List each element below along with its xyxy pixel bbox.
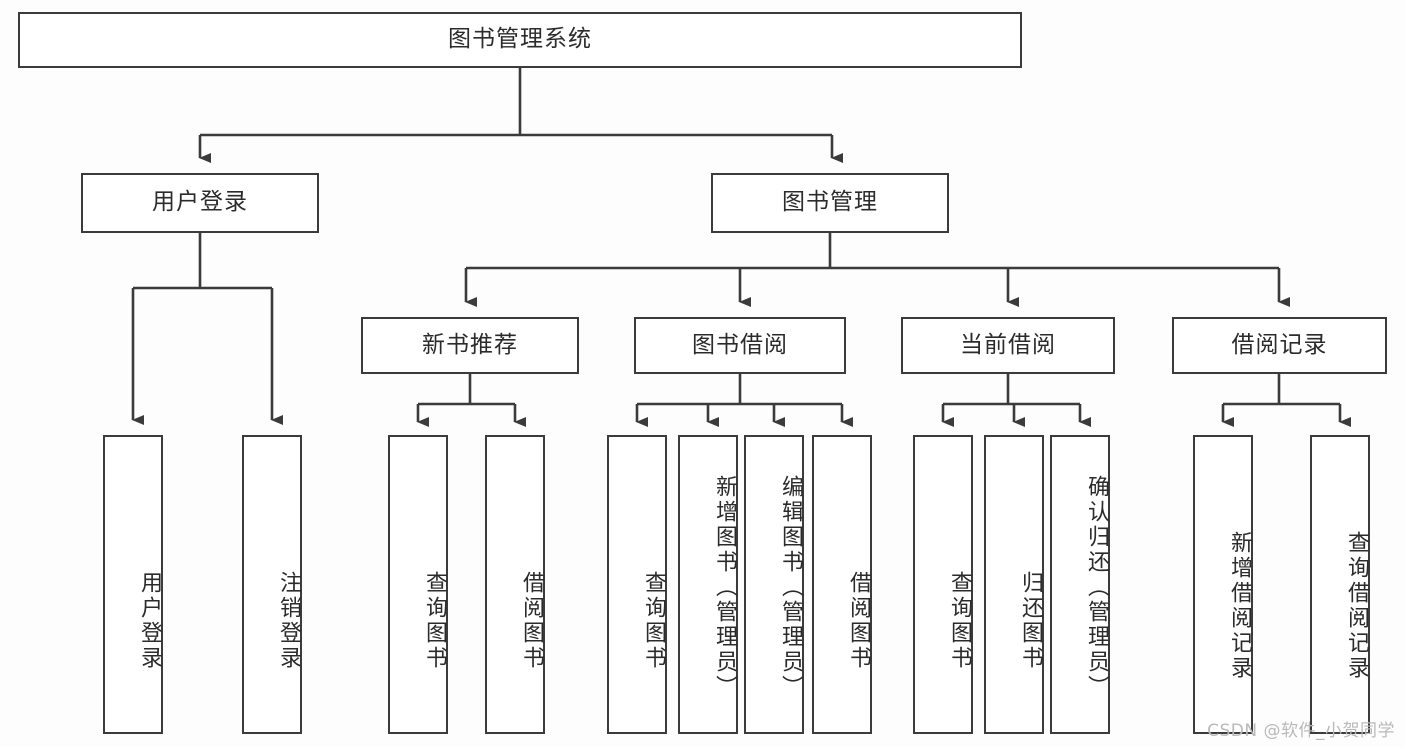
leaf-query-book-recommend-label: 查询图书 <box>422 570 447 671</box>
leaf-query-borrow-record-label: 查询借阅记录 <box>1344 530 1369 681</box>
node-new-book-recommend[interactable]: 新书推荐 <box>361 317 579 374</box>
leaf-user-login-label: 用户登录 <box>137 570 162 671</box>
leaf-borrow-book-recommend-label: 借阅图书 <box>519 570 544 671</box>
node-borrow-record[interactable]: 借阅记录 <box>1172 317 1387 374</box>
node-book-management[interactable]: 图书管理 <box>711 173 949 233</box>
leaf-user-logout[interactable]: 注销登录 <box>242 435 302 734</box>
edge-group-current-borrow <box>941 374 1091 427</box>
leaf-edit-book-admin[interactable]: 编辑图书（管理员） <box>744 435 804 734</box>
leaf-query-book-current[interactable]: 查询图书 <box>913 435 973 734</box>
edge-group-root <box>198 68 843 163</box>
node-current-borrow-label: 当前借阅 <box>960 331 1056 358</box>
node-user-login-label: 用户登录 <box>152 189 248 216</box>
node-book-borrow[interactable]: 图书借阅 <box>634 317 846 374</box>
node-root-label: 图书管理系统 <box>448 26 592 53</box>
leaf-add-book-admin-label: 新增图书（管理员） <box>712 475 737 700</box>
leaf-query-book-borrow-label: 查询图书 <box>641 570 666 671</box>
edge-group-new-book <box>416 374 526 427</box>
leaf-query-borrow-record[interactable]: 查询借阅记录 <box>1310 435 1370 734</box>
edge-group-borrow <box>635 374 853 427</box>
leaf-add-borrow-record[interactable]: 新增借阅记录 <box>1193 435 1253 734</box>
leaf-add-book-admin[interactable]: 新增图书（管理员） <box>678 435 738 734</box>
leaf-query-book-current-label: 查询图书 <box>947 570 972 671</box>
leaf-confirm-return-admin[interactable]: 确认归还（管理员） <box>1050 435 1110 734</box>
leaf-confirm-return-admin-label: 确认归还（管理员） <box>1084 475 1109 700</box>
leaf-query-book-borrow[interactable]: 查询图书 <box>607 435 667 734</box>
leaf-user-logout-label: 注销登录 <box>276 570 301 671</box>
leaf-user-login[interactable]: 用户登录 <box>103 435 163 734</box>
node-user-login[interactable]: 用户登录 <box>81 173 319 233</box>
node-root[interactable]: 图书管理系统 <box>18 12 1022 68</box>
edge-group-borrow-record <box>1221 374 1351 427</box>
node-book-management-label: 图书管理 <box>782 189 878 216</box>
node-new-book-recommend-label: 新书推荐 <box>422 331 518 358</box>
node-book-borrow-label: 图书借阅 <box>692 331 788 358</box>
leaf-edit-book-admin-label: 编辑图书（管理员） <box>778 475 803 700</box>
leaf-borrow-book[interactable]: 借阅图书 <box>812 435 872 734</box>
leaf-borrow-book-label: 借阅图书 <box>846 570 871 671</box>
leaf-add-borrow-record-label: 新增借阅记录 <box>1227 530 1252 681</box>
leaf-borrow-book-recommend[interactable]: 借阅图书 <box>485 435 545 734</box>
leaf-return-book-label: 归还图书 <box>1018 570 1043 671</box>
leaf-query-book-recommend[interactable]: 查询图书 <box>388 435 448 734</box>
edge-group-user-login <box>131 233 283 425</box>
leaf-return-book[interactable]: 归还图书 <box>984 435 1044 734</box>
edge-group-book-management <box>464 233 1290 307</box>
node-borrow-record-label: 借阅记录 <box>1231 331 1328 358</box>
node-current-borrow[interactable]: 当前借阅 <box>901 317 1115 374</box>
